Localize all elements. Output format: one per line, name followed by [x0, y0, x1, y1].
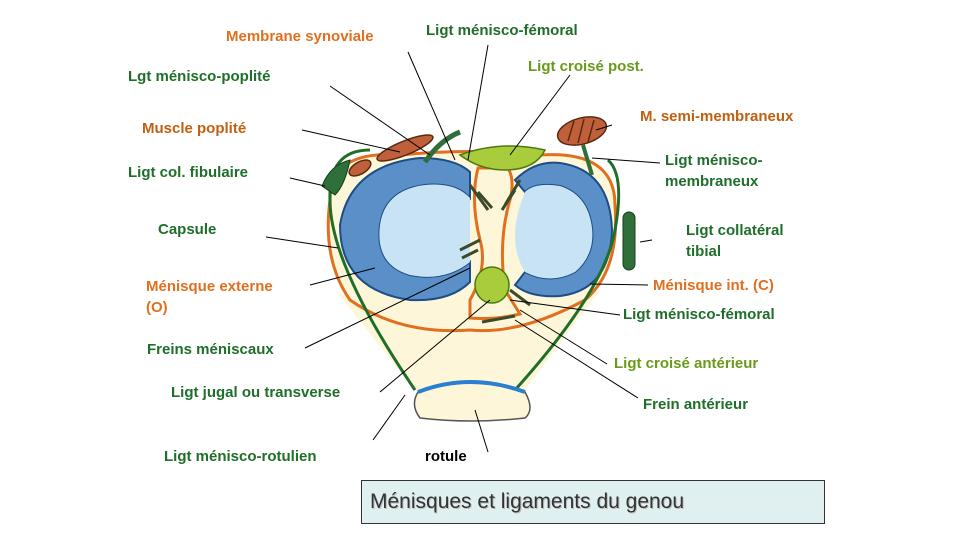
label-ligt-menisco-membraneux-1: Ligt ménisco- — [665, 152, 763, 169]
leader-lines — [265, 44, 661, 453]
label-freins-meniscaux: Freins méniscaux — [147, 341, 274, 358]
anterior-capsule-area — [335, 290, 600, 390]
label-ligt-menisco-membraneux-2: membraneux — [665, 173, 759, 190]
label-menisque-externe-2: (O) — [146, 299, 168, 316]
label-ligt-menisco-femoral-top: Ligt ménisco-fémoral — [426, 22, 578, 39]
label-ligt-jugal: Ligt jugal ou transverse — [171, 384, 341, 401]
menisco-popliteal-ligament — [422, 129, 461, 164]
semi-membranosus-muscle — [556, 116, 608, 146]
title-box: Ménisques et ligaments du genou — [361, 480, 825, 524]
label-ligt-col-fibulaire: Ligt col. fibulaire — [128, 164, 249, 181]
label-menisque-externe-1: Ménisque externe — [146, 278, 273, 295]
label-m-semi-membraneux: M. semi-membraneux — [640, 108, 794, 125]
semi-membranosus-stripes — [567, 118, 595, 144]
label-ligt-collateral-tibial-2: tibial — [686, 243, 722, 260]
label-lgt-menisco-poplite: Lgt ménisco-poplité — [128, 68, 271, 85]
internal-meniscus-center — [515, 184, 593, 279]
label-ligt-menisco-rotulien: Ligt ménisco-rotulien — [164, 448, 317, 465]
meniscal-frenula — [459, 179, 531, 324]
label-menisque-int: Ménisque int. (C) — [653, 277, 774, 294]
label-ligt-menisco-femoral-bottom: Ligt ménisco-fémoral — [623, 306, 775, 323]
label-capsule: Capsule — [158, 221, 217, 238]
label-ligt-collateral-tibial-1: Ligt collatéral — [686, 222, 784, 239]
popliteal-muscle — [376, 134, 434, 162]
label-rotule: rotule — [425, 448, 467, 465]
diagram-title: Ménisques et ligaments du genou — [370, 490, 685, 513]
tibial-collateral-ligament — [622, 211, 636, 271]
popliteal-muscle-left — [348, 159, 372, 177]
menisco-membranous-ligament — [581, 144, 594, 176]
anterior-cruciate-ligament — [474, 266, 510, 304]
label-ligt-croise-post: Ligt croisé post. — [528, 58, 644, 75]
external-meniscus-center — [379, 184, 470, 277]
label-frein-anterieur: Frein antérieur — [643, 396, 749, 413]
label-ligt-croise-anterieur: Ligt croisé antérieur — [614, 355, 759, 372]
label-membrane-synoviale: Membrane synoviale — [226, 28, 374, 45]
fibular-collateral-ligament — [321, 159, 351, 196]
label-muscle-poplite: Muscle poplité — [142, 120, 247, 137]
patella-top-edge — [417, 380, 526, 394]
posterior-cruciate-ligament — [458, 145, 547, 171]
